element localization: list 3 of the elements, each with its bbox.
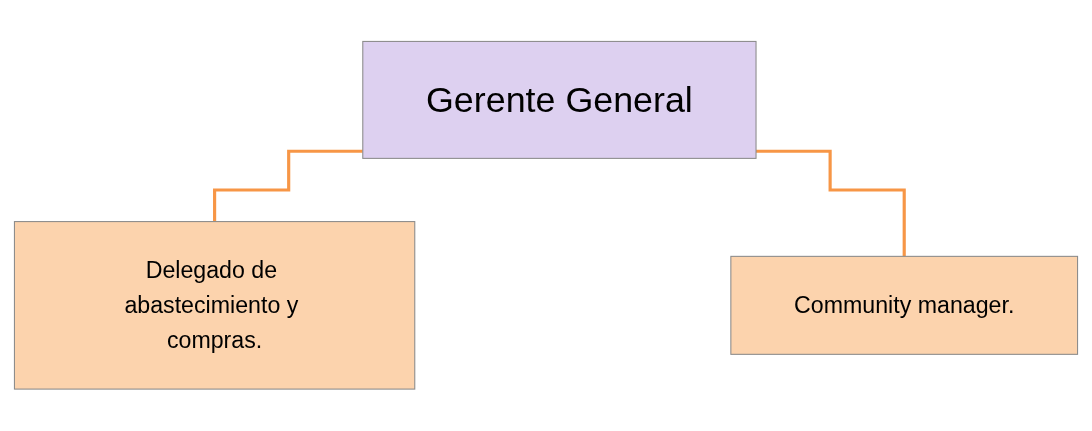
node-box: Gerente General: [362, 41, 757, 160]
node-box: Community manager.: [730, 256, 1079, 356]
node-box: Delegado de abastecimiento y compras.: [13, 221, 416, 390]
